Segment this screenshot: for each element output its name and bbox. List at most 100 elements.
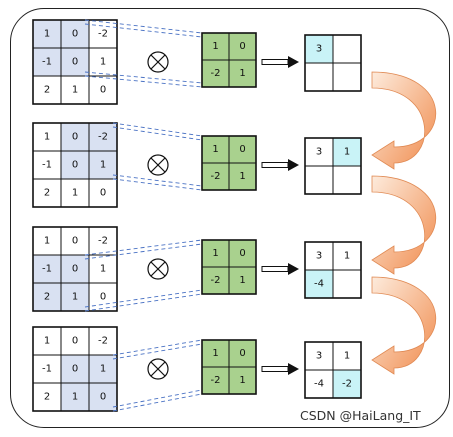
output-cell [332,269,362,299]
input-cell [60,122,90,152]
projection-line [112,343,203,360]
input-value: 1 [100,57,106,68]
diagram-frame [10,8,450,428]
operator-cross [150,361,166,377]
output-value: 1 [344,147,350,158]
kernel-value: 1 [212,348,218,359]
operator-cross [150,54,166,70]
kernel-value: 1 [212,144,218,155]
input-value: -2 [98,336,108,347]
input-value: 1 [72,188,78,199]
input-cell [88,47,118,77]
output-value: 3 [316,44,322,55]
output-border [304,137,362,195]
output-value: 3 [316,351,322,362]
input-value: 0 [72,336,78,347]
projection-line [112,126,203,141]
input-value: 0 [72,160,78,171]
projection-line [84,289,203,308]
input-value: -2 [98,132,108,143]
output-cell [332,34,362,64]
output-value: 1 [344,351,350,362]
step-transition-arrow-2 [371,175,437,275]
input-value: 2 [44,392,50,403]
projection-line [84,239,203,256]
input-value: 1 [72,292,78,303]
input-value: -2 [98,236,108,247]
input-value: -1 [42,160,52,171]
step-transition-arrow-3 [371,276,437,375]
kernel-border [201,135,257,191]
input-value: 0 [100,85,106,96]
input-value: 1 [44,132,50,143]
input-cell [88,354,118,384]
arrow-head-icon [288,363,299,375]
input-value: 0 [72,57,78,68]
input-value: -1 [42,57,52,68]
arrow-shaft [261,162,289,168]
kernel-value: 1 [212,248,218,259]
input-value: -1 [42,264,52,275]
step-transition-arrow-1 [371,71,437,170]
input-value: 1 [100,160,106,171]
output-cell [304,341,334,371]
input-cell [60,150,90,180]
kernel-value: 1 [239,171,245,182]
projection-line [84,71,203,84]
kernel-value: -2 [211,275,221,286]
arrow-shaft [261,266,289,272]
operator-cross [150,157,166,173]
output-value: -4 [314,379,324,390]
output-cell [332,165,362,195]
output-value: 3 [316,147,322,158]
input-value: 1 [44,236,50,247]
input-cell [88,122,118,152]
output-cell [304,241,334,271]
output-cell [332,62,362,92]
input-value: 2 [44,188,50,199]
kernel-value: 0 [239,144,245,155]
watermark: CSDN @HaiLang_IT [300,408,421,423]
arrow-shaft [261,59,289,65]
kernel-value: -2 [211,375,221,386]
input-border [32,122,118,208]
input-value: 0 [72,236,78,247]
input-value: 1 [100,264,106,275]
input-cell [60,382,90,412]
input-value: -1 [42,364,52,375]
input-cell [32,150,62,180]
output-cell [304,165,334,195]
kernel-cell [201,266,230,295]
input-value: 0 [72,132,78,143]
operator-cross [150,261,166,277]
input-value: 1 [72,392,78,403]
projection-line [112,339,203,356]
projection-line [84,75,203,88]
kernel-border [201,32,257,88]
input-value: 2 [44,85,50,96]
arrow-head-icon [288,263,299,275]
input-value: 0 [72,364,78,375]
kernel-value: 1 [239,68,245,79]
kernel-value: -2 [211,68,221,79]
input-value: 1 [44,29,50,40]
kernel-cell [201,339,230,368]
input-value: 0 [100,392,106,403]
input-border [32,326,118,412]
projection-line [112,174,203,187]
kernel-value: 0 [239,41,245,52]
kernel-cell [228,162,257,191]
output-border [304,341,362,399]
output-value: 1 [344,251,350,262]
kernel-border [201,339,257,395]
input-cell [60,75,90,105]
output-border [304,34,362,92]
input-value: 1 [72,85,78,96]
kernel-cell [201,59,230,88]
arrow-head-icon [288,159,299,171]
output-value: -2 [342,379,352,390]
input-value: 1 [44,336,50,347]
input-cell [88,75,118,105]
kernel-value: 1 [239,375,245,386]
